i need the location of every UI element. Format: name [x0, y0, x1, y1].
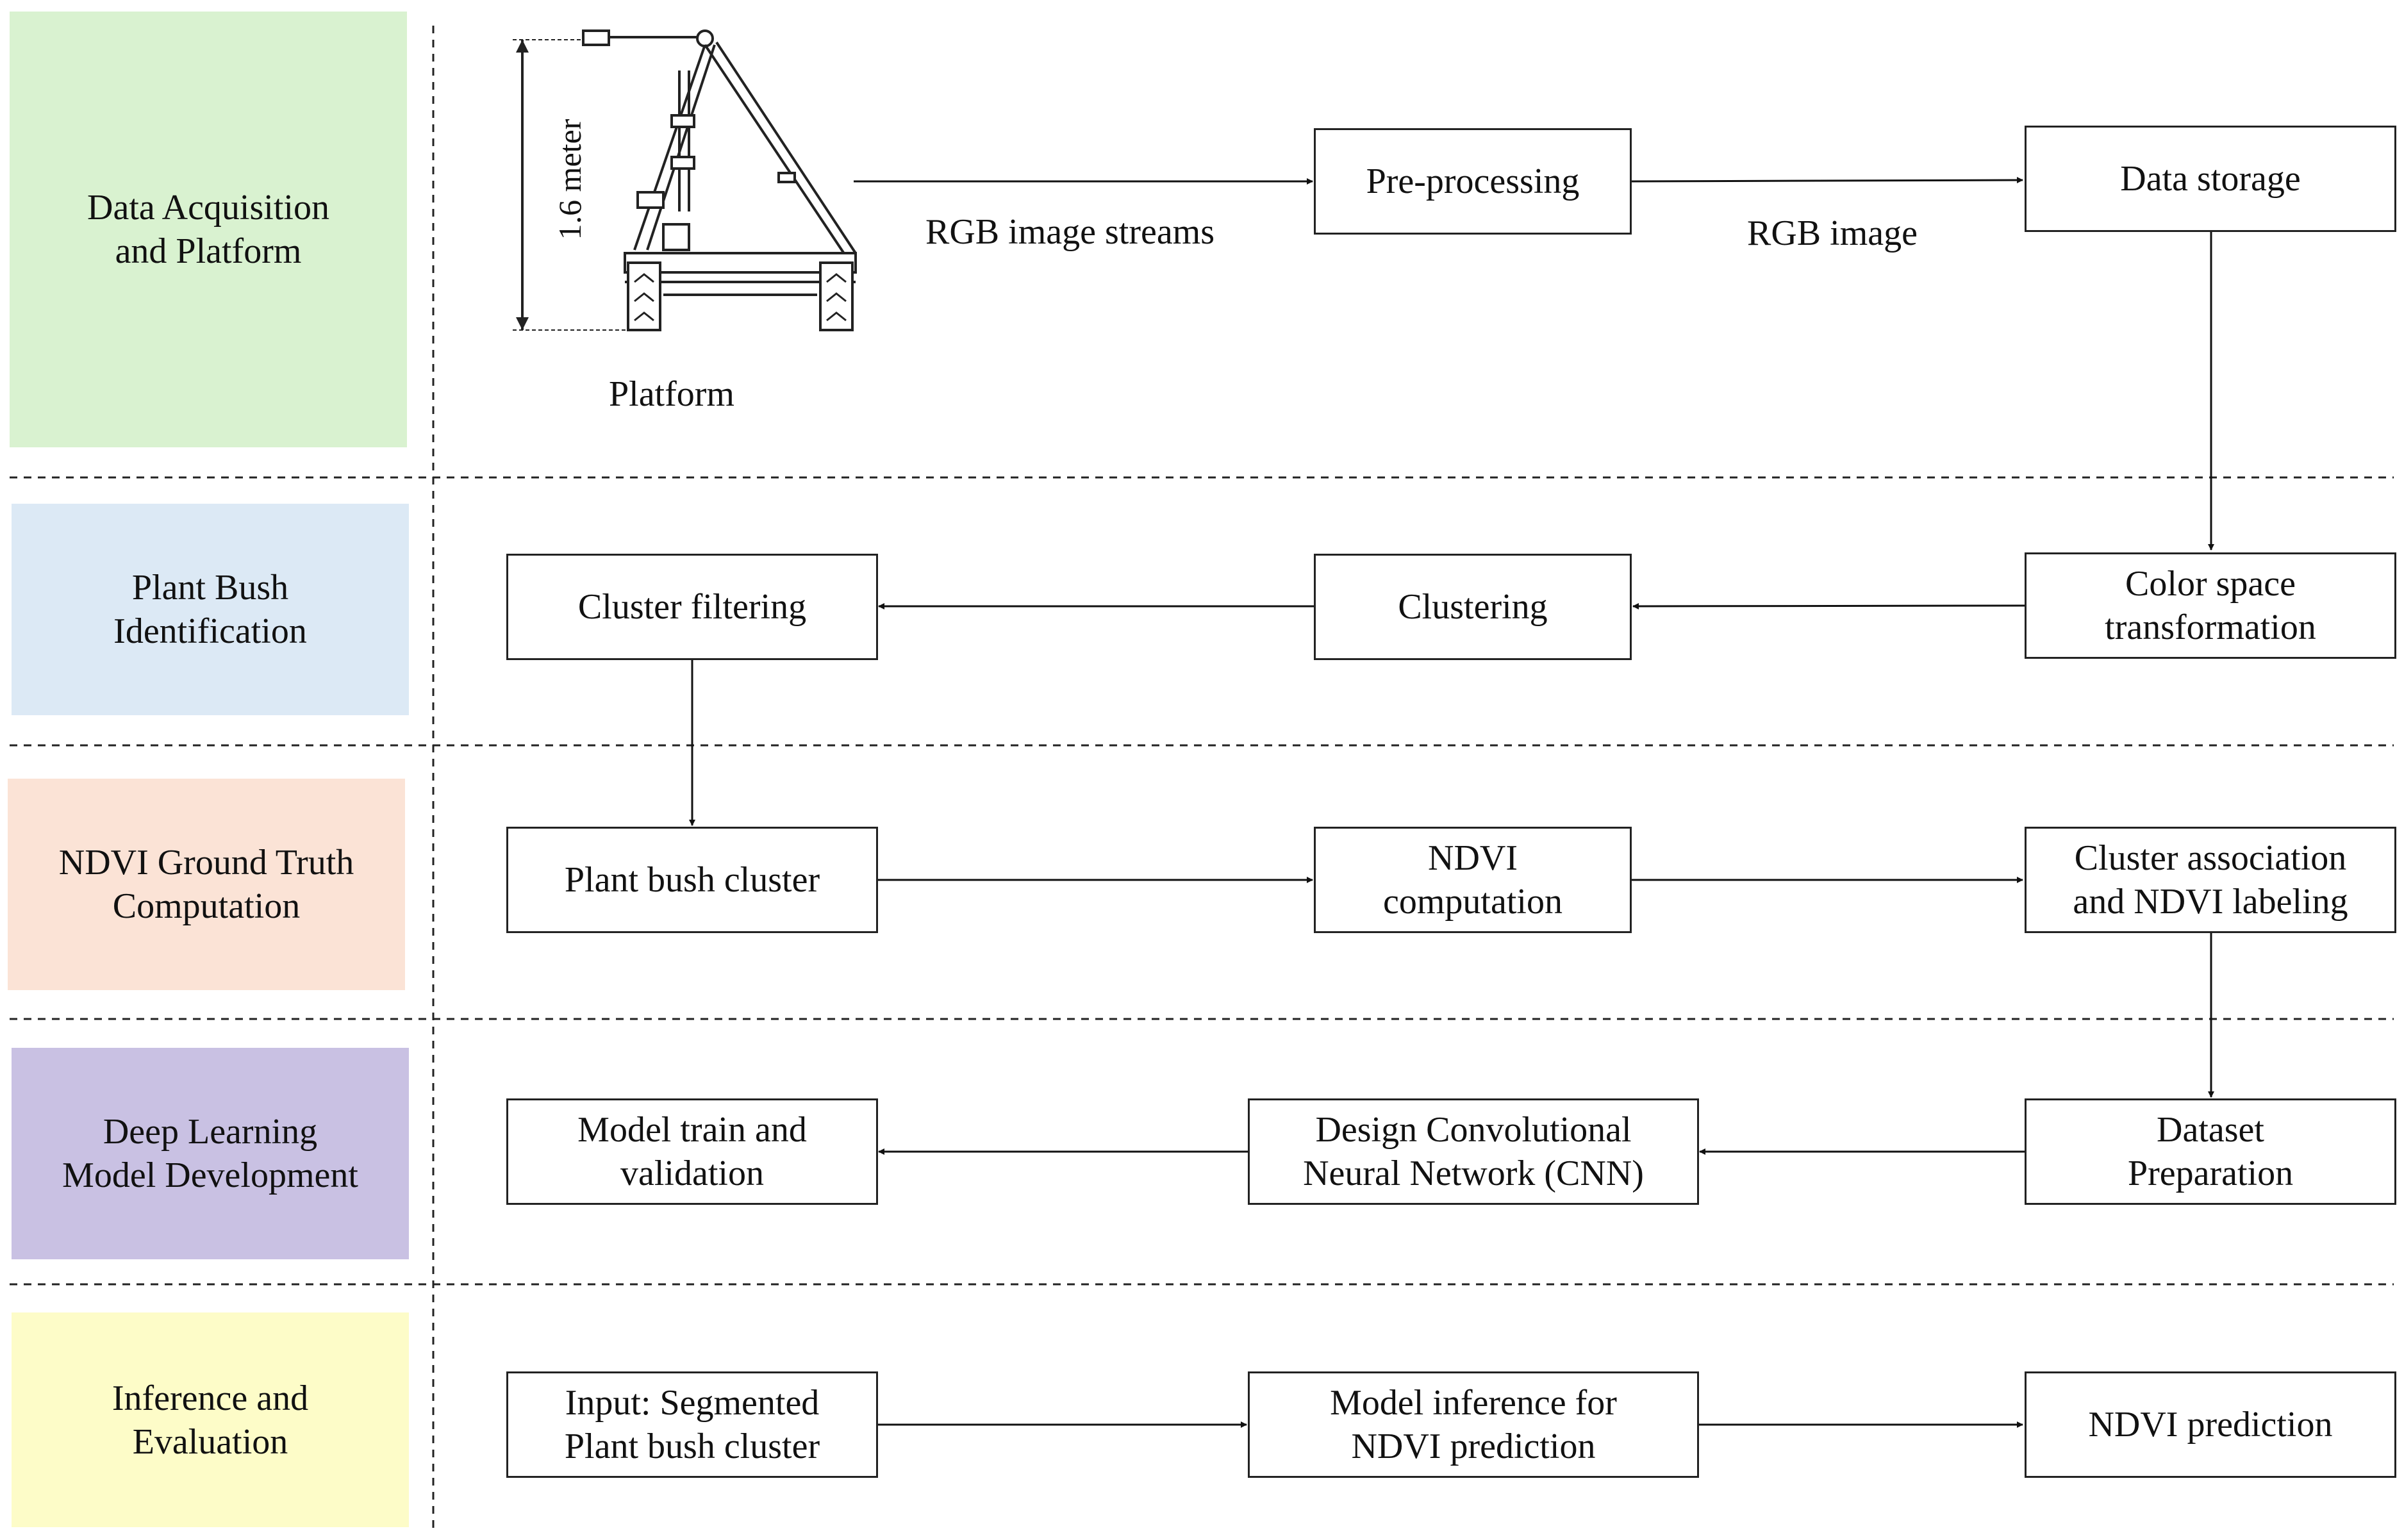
node-color-space-transformation: Color space transformation: [2025, 552, 2396, 659]
lane-3-background: [8, 779, 405, 990]
node-pre-processing: Pre-processing: [1314, 128, 1632, 235]
lane-label-inference-evaluation: Inference and Evaluation: [112, 1378, 309, 1462]
lane-label-deep-learning: Deep Learning Model Development: [62, 1112, 358, 1195]
lane-label-plant-bush-identification: Plant Bush Identification: [113, 568, 307, 651]
edge-label-rgb-image: RGB image: [1747, 213, 1918, 253]
node-input-segmented: Input: Segmented Plant bush cluster: [506, 1371, 878, 1478]
edge-preprocessing-to-storage: [1631, 177, 2023, 184]
lane-4-background: [12, 1048, 409, 1259]
node-clustering: Clustering: [1314, 554, 1632, 660]
node-design-cnn: Design Convolutional Neural Network (CNN…: [1248, 1098, 1699, 1205]
node-model-train-validation: Model train and validation: [506, 1098, 878, 1205]
node-cluster-filtering: Cluster filtering: [506, 554, 878, 660]
node-ndvi-prediction: NDVI prediction: [2025, 1371, 2396, 1478]
lane-2-background: [12, 504, 409, 715]
lane-label-ndvi-ground-truth: NDVI Ground Truth Computation: [58, 843, 354, 926]
platform-illustration: [513, 29, 857, 331]
node-cluster-association: Cluster association and NDVI labeling: [2025, 827, 2396, 933]
lane-label-data-acquisition: Data Acquisition and Platform: [87, 188, 329, 271]
platform-height-label: 1.6 meter: [552, 119, 588, 240]
lane-1-background: [10, 12, 407, 447]
node-ndvi-computation: NDVI computation: [1314, 827, 1632, 933]
edge-label-rgb-image-streams: RGB image streams: [925, 212, 1215, 252]
node-plant-bush-cluster: Plant bush cluster: [506, 827, 878, 933]
lane-5-background: [12, 1312, 409, 1527]
platform-caption: Platform: [609, 374, 734, 414]
node-dataset-preparation: Dataset Preparation: [2025, 1098, 2396, 1205]
node-model-inference: Model inference for NDVI prediction: [1248, 1371, 1699, 1478]
node-data-storage: Data storage: [2025, 126, 2396, 232]
